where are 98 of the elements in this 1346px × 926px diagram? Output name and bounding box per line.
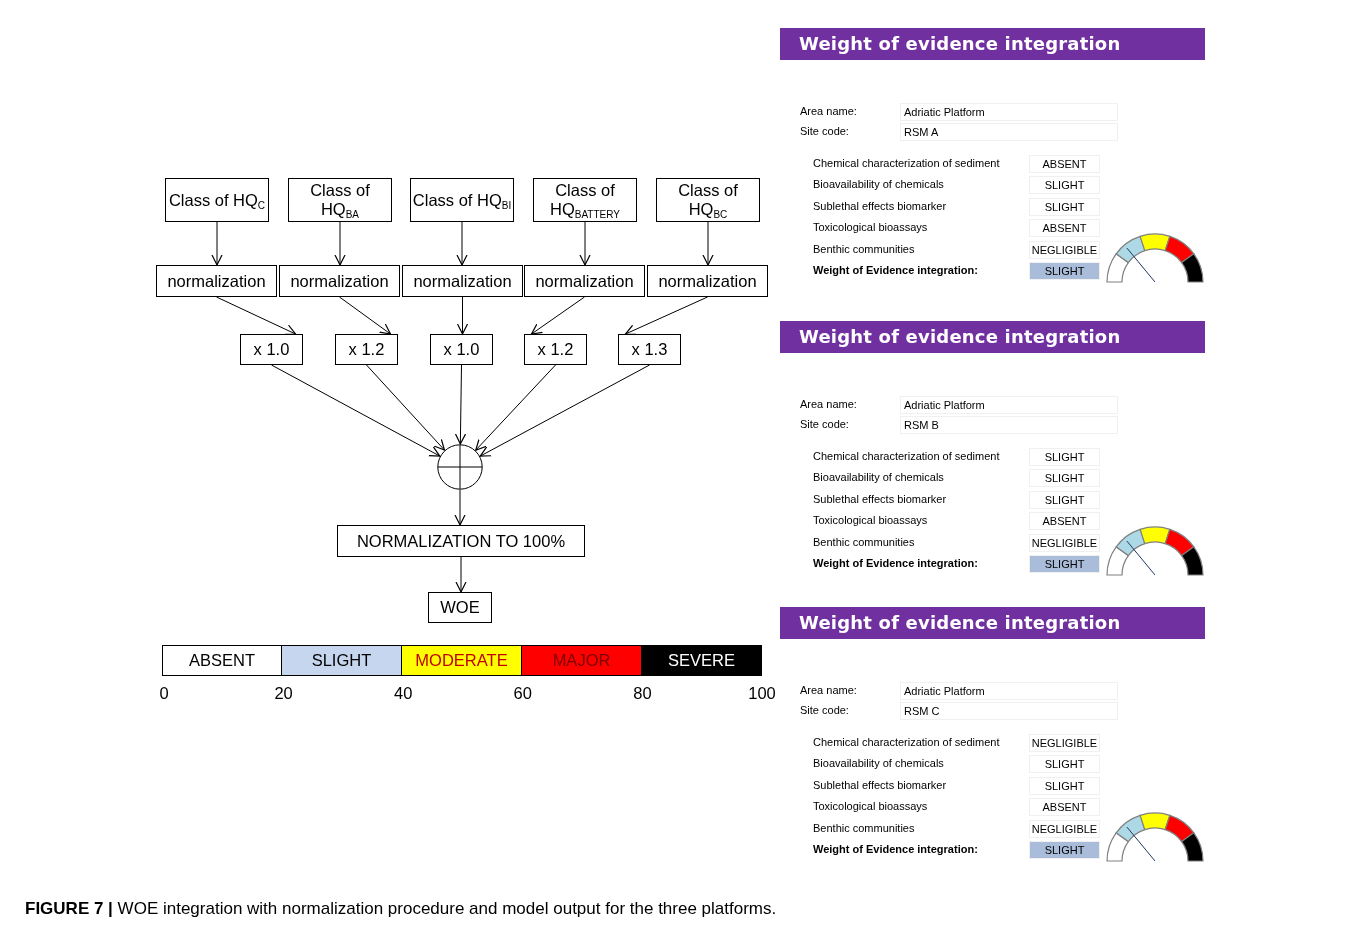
value-field: ABSENT (1029, 798, 1100, 817)
row-label: Sublethal effects biomarker (813, 492, 947, 505)
multiplier-box: x 1.3 (618, 334, 681, 365)
value-field: Adriatic Platform (900, 396, 1118, 414)
value-field: Adriatic Platform (900, 682, 1118, 700)
sum-circle (437, 444, 483, 490)
value-field: SLIGHT (1029, 176, 1100, 195)
row-label: Toxicological bioassays (813, 221, 928, 234)
scale-segment: SLIGHT (282, 645, 402, 676)
value-field: NEGLIGIBLE (1029, 240, 1100, 259)
row-label: Benthic communities (813, 535, 915, 548)
field-label: Site code: (800, 418, 849, 430)
process-box: NORMALIZATION TO 100% (337, 525, 585, 557)
row-label: Bioavailability of chemicals (813, 471, 944, 484)
row-label: Weight of Evidence integration: (813, 843, 978, 855)
arrow (456, 296, 469, 335)
value-field: RSM A (900, 123, 1118, 141)
class-box: Class of HQ$_{BATTERY}$ (533, 178, 637, 222)
value-field: RSM B (900, 416, 1118, 434)
arrow (216, 296, 297, 335)
multiplier-box: x 1.2 (524, 334, 587, 365)
row-label: Chemical characterization of sediment (813, 450, 1000, 462)
value-field: SLIGHT (1029, 197, 1100, 216)
arrow (454, 489, 466, 526)
process-box: normalization (279, 265, 400, 297)
axis-tick-label: 40 (394, 684, 413, 703)
process-box: normalization (647, 265, 768, 297)
process-box: normalization (156, 265, 277, 297)
row-label: Chemical characterization of sediment (813, 736, 1000, 748)
arrow (456, 221, 468, 266)
process-box: normalization (402, 265, 523, 297)
row-label: Chemical characterization of sediment (813, 157, 1000, 169)
field-label: Area name: (800, 398, 857, 410)
arrow (366, 364, 446, 451)
axis-tick-label: 60 (513, 684, 532, 703)
panel-header: Weight of evidence integration (780, 28, 1205, 60)
scale-segment: ABSENT (162, 645, 282, 676)
class-box: Class of HQ$_{BC}$ (656, 178, 760, 222)
row-label: Benthic communities (813, 242, 915, 255)
result-field: SLIGHT (1029, 841, 1100, 859)
arrow (624, 296, 708, 336)
value-field: SLIGHT (1029, 490, 1100, 509)
class-box: Class of HQ$_{BI}$ (410, 178, 514, 222)
row-label: Toxicological bioassays (813, 514, 928, 527)
output-box: WOE (428, 592, 492, 623)
scale-segment: MODERATE (402, 645, 522, 676)
value-field: SLIGHT (1029, 448, 1100, 466)
axis-tick-label: 100 (748, 684, 776, 703)
value-field: NEGLIGIBLE (1029, 734, 1100, 752)
value-field: ABSENT (1029, 512, 1100, 531)
row-label: Sublethal effects biomarker (813, 778, 947, 791)
arrow (479, 364, 650, 457)
multiplier-box: x 1.0 (430, 334, 493, 365)
class-box: Class of HQ$_{C}$ (165, 178, 269, 222)
arrow (530, 296, 585, 335)
arrow (334, 221, 346, 266)
scale-segment: MAJOR (522, 645, 642, 676)
process-box: normalization (524, 265, 645, 297)
axis-tick-label: 80 (633, 684, 652, 703)
row-label: Bioavailability of chemicals (813, 757, 944, 770)
field-label: Area name: (800, 105, 857, 117)
panel-header: Weight of evidence integration (780, 321, 1205, 353)
arrow (579, 221, 591, 266)
row-label: Weight of Evidence integration: (813, 557, 978, 569)
axis-tick-label: 20 (274, 684, 293, 703)
arrow (454, 364, 467, 445)
value-field: Adriatic Platform (900, 103, 1118, 121)
value-field: SLIGHT (1029, 755, 1100, 774)
class-box: Class of HQ$_{BA}$ (288, 178, 392, 222)
arrow (211, 221, 223, 266)
arrow (475, 364, 556, 451)
field-label: Area name: (800, 684, 857, 696)
figure-caption: FIGURE 7 | WOE integration with normalization procedure and model output for the three platforms. (25, 899, 777, 919)
result-field: SLIGHT (1029, 555, 1100, 573)
field-label: Site code: (800, 125, 849, 137)
scale-segment: SEVERE (642, 645, 762, 676)
row-label: Sublethal effects biomarker (813, 199, 947, 212)
arrow (339, 296, 392, 335)
arrow (702, 221, 714, 266)
multiplier-box: x 1.0 (240, 334, 303, 365)
row-label: Toxicological bioassays (813, 800, 928, 813)
panel-header: Weight of evidence integration (780, 607, 1205, 639)
value-field: NEGLIGIBLE (1029, 819, 1100, 838)
value-field: ABSENT (1029, 155, 1100, 173)
value-field: NEGLIGIBLE (1029, 533, 1100, 552)
multiplier-box: x 1.2 (335, 334, 398, 365)
row-label: Benthic communities (813, 821, 915, 834)
result-field: SLIGHT (1029, 262, 1100, 280)
value-field: SLIGHT (1029, 776, 1100, 795)
field-label: Site code: (800, 704, 849, 716)
row-label: Bioavailability of chemicals (813, 178, 944, 191)
value-field: RSM C (900, 702, 1118, 720)
arrow (271, 364, 441, 457)
value-field: SLIGHT (1029, 469, 1100, 488)
value-field: ABSENT (1029, 219, 1100, 238)
row-label: Weight of Evidence integration: (813, 264, 978, 276)
axis-tick-label: 0 (159, 684, 169, 703)
arrow (455, 556, 467, 593)
